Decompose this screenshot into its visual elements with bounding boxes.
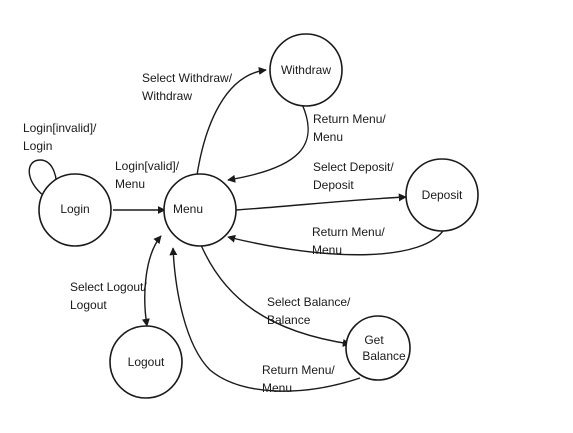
state-logout-label: Logout <box>128 355 165 369</box>
edge-menu-to-balance <box>200 244 351 347</box>
edge-withdraw-to-menu <box>227 103 309 183</box>
state-deposit: Deposit <box>405 158 479 232</box>
label-login-invalid-line2: Login <box>23 139 52 153</box>
edge-balance-to-menu <box>169 247 361 392</box>
label-select-balance-line2: Balance <box>267 313 311 327</box>
label-deposit-return-line1: Return Menu/ <box>312 225 385 239</box>
label-select-withdraw-line2: Withdraw <box>142 89 192 103</box>
state-login-label: Login <box>60 202 89 216</box>
label-select-logout-line1: Select Logout/ <box>70 280 147 294</box>
label-login-valid-line2: Menu <box>115 177 145 191</box>
edges <box>28 66 446 392</box>
label-balance-return-line1: Return Menu/ <box>262 363 335 377</box>
label-login-valid-line1: Login[valid]/ <box>115 159 180 173</box>
edge-menu-logout <box>141 235 162 327</box>
edge-menu-to-deposit <box>235 193 407 211</box>
label-select-balance-line1: Select Balance/ <box>267 295 351 309</box>
label-withdraw-return-line2: Menu <box>313 130 343 144</box>
label-balance-return-line2: Menu <box>262 381 292 395</box>
state-get-balance-label-line1: Get <box>364 333 384 347</box>
label-select-logout-line2: Logout <box>70 298 107 312</box>
state-menu: Menu <box>163 173 237 247</box>
state-login: Login <box>38 173 112 247</box>
state-deposit-label: Deposit <box>422 188 463 202</box>
label-select-deposit-line2: Deposit <box>313 178 354 192</box>
label-select-deposit-line1: Select Deposit/ <box>313 160 394 174</box>
edge-deposit-to-menu <box>227 227 446 256</box>
state-withdraw-label: Withdraw <box>281 63 331 77</box>
state-get-balance: Get Balance <box>345 315 411 381</box>
transition-labels: Login[invalid]/ Login Login[valid]/ Menu… <box>23 71 394 395</box>
state-logout: Logout <box>109 325 183 399</box>
label-login-invalid-line1: Login[invalid]/ <box>23 121 97 135</box>
label-select-withdraw-line1: Select Withdraw/ <box>142 71 233 85</box>
edge-menu-to-withdraw <box>196 66 267 176</box>
label-deposit-return-line2: Menu <box>312 243 342 257</box>
state-get-balance-label-line2: Balance <box>362 349 406 363</box>
state-menu-label: Menu <box>173 202 203 216</box>
label-withdraw-return-line1: Return Menu/ <box>313 112 386 126</box>
state-withdraw: Withdraw <box>269 33 343 107</box>
